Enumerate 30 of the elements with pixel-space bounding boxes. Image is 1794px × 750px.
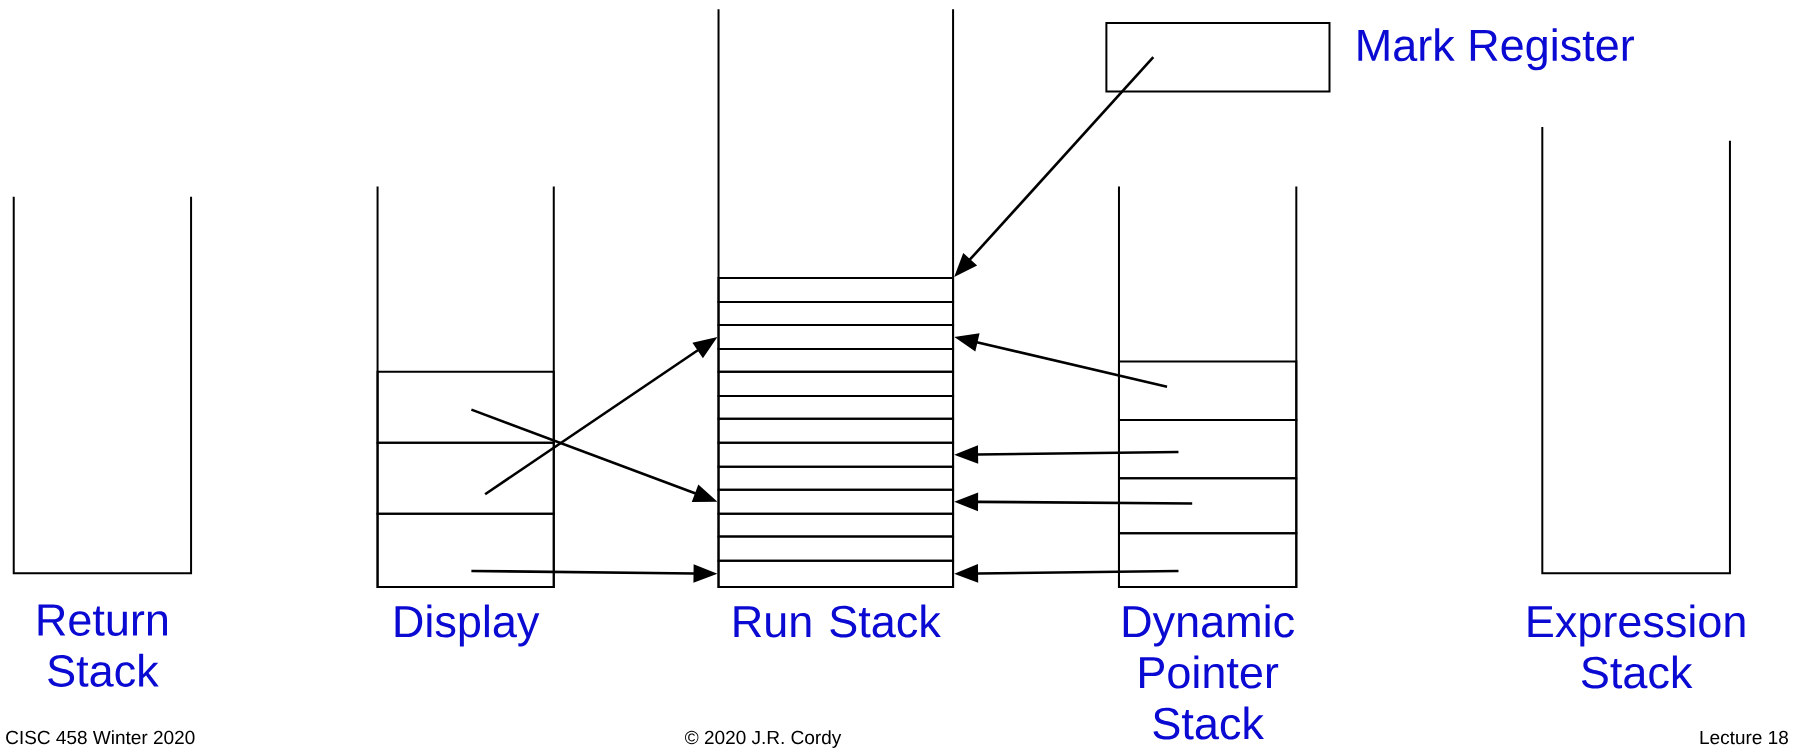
stack-container: Display	[376, 185, 555, 647]
stack-cell	[717, 535, 955, 562]
stack-container: Dynamic Pointer Stack	[1117, 185, 1298, 740]
stack-cell	[717, 441, 955, 468]
footer-text: © 2020 J.R. Cordy	[685, 730, 842, 748]
stack-container: Expression Stack	[1528, 126, 1745, 689]
stack-cell	[717, 347, 955, 373]
stack-cell	[1117, 360, 1298, 421]
stack-cell	[1117, 418, 1298, 480]
stack-container: Return Stack	[12, 195, 193, 687]
stack-cell	[717, 465, 955, 491]
register-box: Mark Register	[1105, 21, 1634, 93]
stack-cell	[376, 512, 555, 588]
stack-container: Run Stack	[717, 8, 955, 638]
stack-cell	[717, 488, 955, 515]
stack-cell	[717, 370, 955, 397]
stack-cell	[717, 417, 955, 444]
stack-cell	[376, 370, 555, 444]
stack-cell	[1117, 532, 1298, 588]
stack-cell	[376, 441, 555, 515]
node-label: Mark Register	[1358, 28, 1634, 71]
stack-cell	[717, 277, 955, 304]
footer-text: Lecture 18	[1700, 730, 1788, 745]
stack-cell	[717, 394, 955, 420]
stack-cell	[717, 559, 955, 588]
stack-cell	[717, 323, 955, 350]
stack-cell	[717, 301, 955, 326]
footer-text: CISC 458 Winter 2020	[6, 730, 195, 745]
stack-cell	[1117, 477, 1298, 535]
stack-cell	[717, 512, 955, 538]
